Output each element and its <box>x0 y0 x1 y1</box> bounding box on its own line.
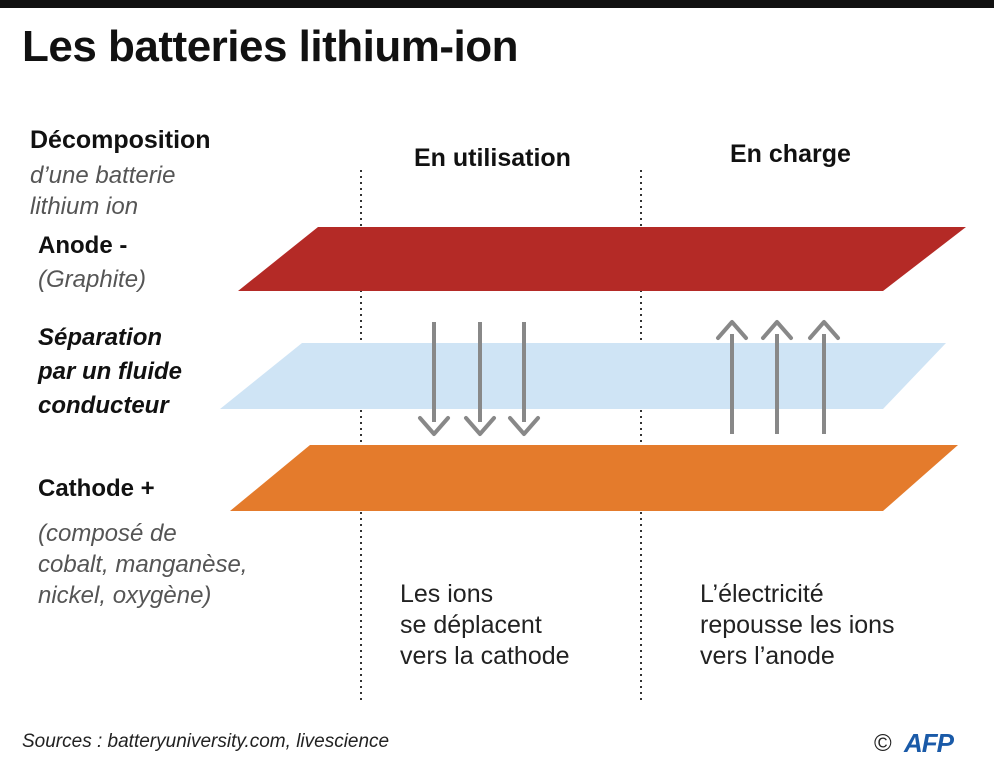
sources-text: Sources : batteryuniversity.com, livesci… <box>22 731 390 752</box>
arrows-down <box>418 322 540 436</box>
cathode-detail-line-2: cobalt, manganèse, <box>38 551 248 578</box>
cathode-label: Cathode + <box>38 475 155 502</box>
column-heading-use: En utilisation <box>414 144 571 172</box>
arrow-up <box>808 320 840 434</box>
separator-label-line-2: par un fluide <box>38 358 182 385</box>
note-charge-line-3: vers l’anode <box>700 642 835 670</box>
cathode-detail-line-1: (composé de <box>38 520 177 547</box>
copyright-symbol: © <box>874 730 892 757</box>
cathode-detail-line-3: nickel, oxygène) <box>38 582 212 609</box>
top-rule <box>0 0 994 8</box>
arrow-down <box>418 322 450 436</box>
arrow-down <box>508 322 540 436</box>
anode-label: Anode - <box>38 232 128 259</box>
arrow-up <box>716 320 748 434</box>
legend-heading: Décomposition <box>30 126 211 154</box>
anode-detail: (Graphite) <box>38 266 147 293</box>
legend-subheading: d’une batterie lithium ion <box>30 162 176 220</box>
separator-label-line-3: conducteur <box>38 392 169 419</box>
arrow-down <box>464 322 496 436</box>
note-charge-line-1: L’électricité <box>700 580 824 608</box>
note-charge-line-2: repousse les ions <box>700 611 895 639</box>
arrow-up <box>761 320 793 434</box>
note-use-line-1: Les ions <box>400 580 494 608</box>
column-heading-charge: En charge <box>730 140 851 168</box>
page-title: Les batteries lithium-ion <box>22 22 519 71</box>
anode-layer <box>238 227 966 291</box>
afp-logo: AFP <box>904 728 954 758</box>
separator-layer <box>220 343 946 409</box>
separator-label-line-1: Séparation <box>38 324 163 351</box>
cathode-layer <box>230 445 958 511</box>
note-use-line-2: se déplacent <box>400 611 542 639</box>
arrows-up <box>716 320 840 434</box>
note-use-line-3: vers la cathode <box>400 642 570 670</box>
